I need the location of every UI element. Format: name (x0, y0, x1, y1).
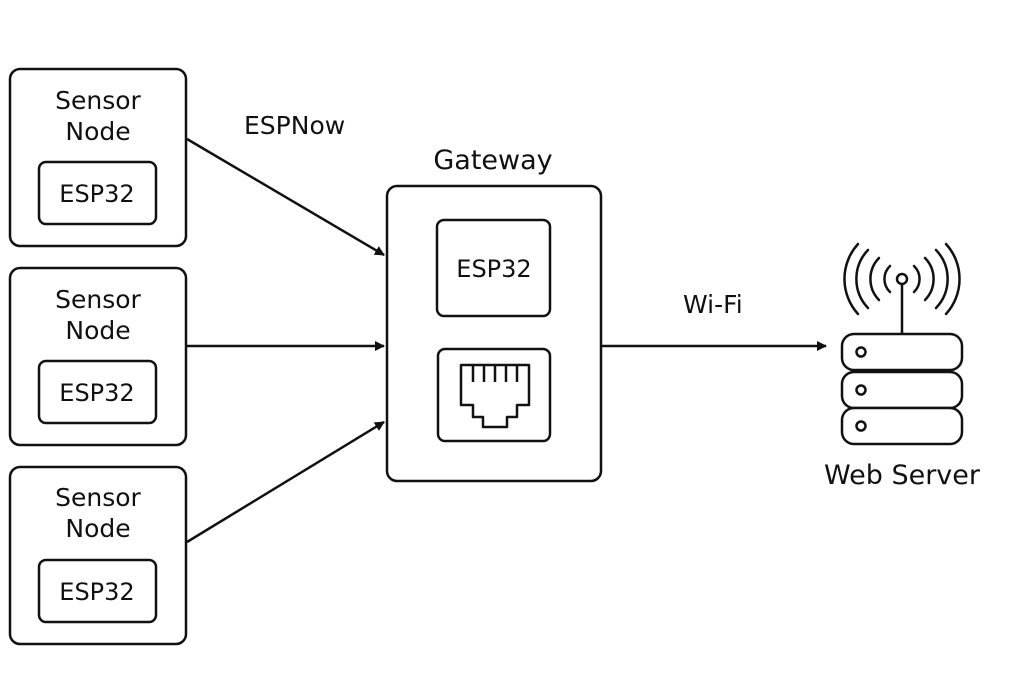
espnow-label: ESPNow (244, 111, 345, 140)
server-rack-icon (840, 332, 964, 446)
espnow-arrow-1 (186, 137, 385, 257)
esp32-chip-box (37, 558, 158, 624)
sensor-node-2: Sensor Node ESP32 (8, 266, 188, 447)
sensor-node-title: Sensor (55, 285, 141, 314)
sensor-node-title: Node (65, 514, 130, 543)
esp32-chip-label: ESP32 (59, 180, 134, 208)
esp32-chip-box (37, 160, 158, 226)
gateway-title: Gateway (433, 145, 552, 176)
wireless-antenna-icon (843, 242, 961, 336)
esp32-chip-box (37, 359, 158, 425)
sensor-node-1: Sensor Node ESP32 (8, 67, 188, 248)
gateway: Gateway ESP32 (385, 145, 603, 483)
sensor-node-title: Sensor (55, 483, 141, 512)
web-server: Web Server (824, 242, 981, 491)
esp32-chip-label: ESP32 (456, 255, 531, 283)
sensor-node-3: Sensor Node ESP32 (8, 465, 188, 646)
esp32-chip-label: ESP32 (59, 578, 134, 606)
esp32-chip-label: ESP32 (59, 379, 134, 407)
sensor-node-title: Sensor (55, 86, 141, 115)
wifi-label: Wi-Fi (683, 290, 743, 319)
sensor-node-title: Node (65, 316, 130, 345)
ethernet-port-box (436, 347, 552, 443)
esp32-chip-box (435, 218, 552, 318)
espnow-arrow-3 (186, 420, 385, 544)
ethernet-port-icon (459, 363, 531, 429)
sensor-node-title: Node (65, 117, 130, 146)
web-server-label: Web Server (824, 460, 981, 491)
